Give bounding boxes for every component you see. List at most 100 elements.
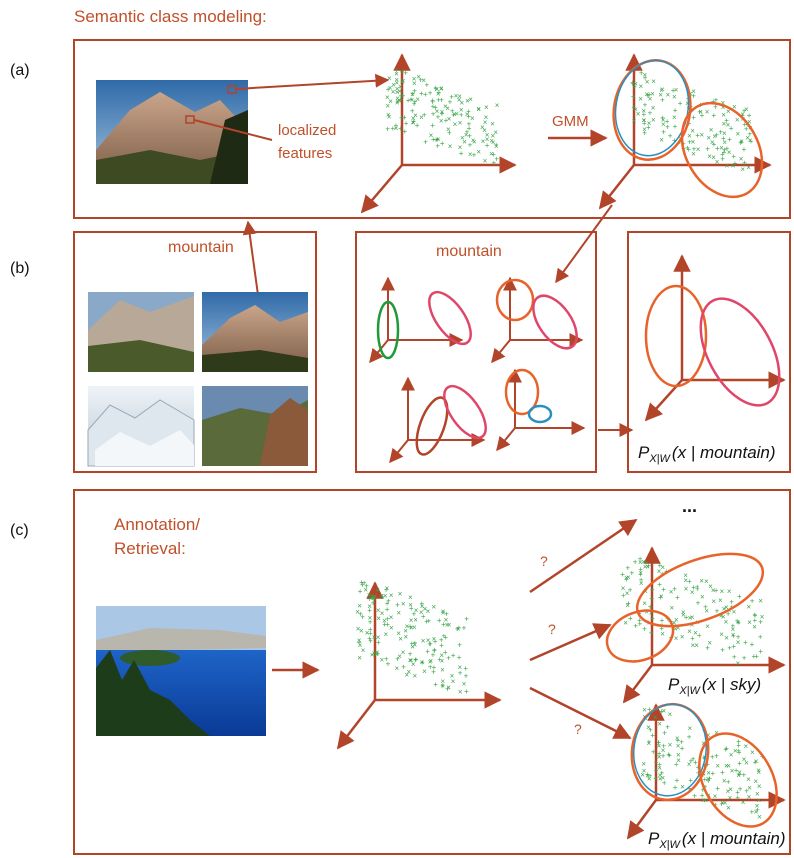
- feature-point: ×: [485, 130, 490, 139]
- feature-point: +: [727, 135, 732, 144]
- feature-point: +: [752, 652, 757, 661]
- feature-point: ×: [458, 143, 463, 152]
- feature-point: ×: [361, 646, 366, 655]
- feature-point: +: [420, 599, 425, 608]
- feature-point: +: [736, 747, 741, 756]
- feature-point: +: [447, 129, 452, 138]
- feature-point: +: [752, 611, 757, 620]
- feature-point: ×: [494, 142, 499, 151]
- feature-point: +: [376, 638, 381, 647]
- feature-point: +: [432, 646, 437, 655]
- feature-point: +: [695, 131, 700, 140]
- feature-point: ×: [476, 148, 481, 157]
- feature-point: +: [431, 102, 436, 111]
- feature-point: ×: [444, 615, 449, 624]
- feature-point: +: [428, 639, 433, 648]
- feature-point: +: [735, 616, 740, 625]
- feature-point: ×: [405, 670, 410, 679]
- feature-point: ×: [412, 74, 417, 83]
- feature-point: +: [428, 89, 433, 98]
- feature-point: +: [718, 127, 723, 136]
- mixtures-label: mountain: [436, 243, 502, 260]
- feature-point: +: [736, 737, 741, 746]
- feature-point: ×: [384, 630, 389, 639]
- question-mark-3: ?: [574, 721, 582, 737]
- feature-point: ×: [706, 775, 711, 784]
- feature-point: ×: [649, 609, 654, 618]
- feature-point: +: [750, 640, 755, 649]
- feature-point: ×: [709, 126, 714, 135]
- feature-point: ×: [431, 603, 436, 612]
- feature-point: ×: [394, 124, 399, 133]
- feature-point: ×: [451, 677, 456, 686]
- feature-point: ×: [739, 137, 744, 146]
- feature-point: ×: [445, 104, 450, 113]
- feature-point: +: [427, 640, 432, 649]
- feature-point: +: [720, 155, 725, 164]
- feature-point: ×: [706, 134, 711, 143]
- feature-point: ×: [383, 592, 388, 601]
- feature-point: +: [472, 151, 477, 160]
- feature-point: ×: [744, 758, 749, 767]
- feature-point: +: [743, 638, 748, 647]
- feature-point: +: [420, 658, 425, 667]
- feature-point: +: [696, 769, 701, 778]
- feature-point: +: [654, 766, 659, 775]
- feature-point: +: [626, 599, 631, 608]
- feature-point: +: [700, 791, 705, 800]
- feature-point: +: [758, 618, 763, 627]
- feature-point: ×: [395, 85, 400, 94]
- feature-point: ×: [376, 606, 381, 615]
- feature-point: ×: [757, 796, 762, 805]
- density-component-2: [699, 297, 781, 407]
- feature-point: ×: [672, 92, 677, 101]
- feature-point: ×: [453, 120, 458, 129]
- feature-point: ×: [720, 587, 725, 596]
- feature-point: ×: [621, 584, 626, 593]
- feature-point: +: [431, 110, 436, 119]
- query-feature-points: +++×××+++××+××××××+++×+×++××+++×++×++×++…: [355, 578, 469, 696]
- feature-point: ×: [416, 73, 421, 82]
- feature-point: +: [414, 655, 419, 664]
- feature-point: +: [442, 632, 447, 641]
- feature-point: ×: [657, 753, 662, 762]
- feature-point: +: [468, 141, 473, 150]
- feature-point: +: [737, 592, 742, 601]
- gmm-label: GMM: [552, 113, 589, 130]
- feature-point: +: [735, 788, 740, 797]
- feature-point: +: [648, 726, 653, 735]
- feature-point: ×: [641, 759, 646, 768]
- feature-point: +: [660, 768, 665, 777]
- feature-point: ×: [691, 137, 696, 146]
- feature-point: ×: [661, 120, 666, 129]
- feature-point: ×: [465, 110, 470, 119]
- feature-point: ×: [367, 591, 372, 600]
- feature-point: +: [666, 750, 671, 759]
- feature-point: +: [385, 620, 390, 629]
- panel-b-density-box: [627, 231, 791, 473]
- retrieval-label: Retrieval:: [114, 539, 186, 558]
- feature-point: +: [733, 159, 738, 168]
- feature-point: +: [720, 646, 725, 655]
- feature-point: ×: [495, 101, 500, 110]
- feature-point: ×: [659, 592, 664, 601]
- feature-point: +: [457, 653, 462, 662]
- feature-point: ×: [726, 762, 731, 771]
- feature-point: ×: [644, 608, 649, 617]
- feature-point: +: [385, 125, 390, 134]
- feature-point: +: [693, 758, 698, 767]
- feature-point: ×: [398, 635, 403, 644]
- feature-point: ×: [700, 130, 705, 139]
- feature-point: ×: [660, 85, 665, 94]
- feature-point: ×: [640, 771, 645, 780]
- feature-point: +: [720, 150, 725, 159]
- feature-point: +: [705, 145, 710, 154]
- feature-point: +: [668, 131, 673, 140]
- feature-point: ×: [405, 622, 410, 631]
- feature-point: +: [755, 806, 760, 815]
- feature-point: +: [657, 580, 662, 589]
- feature-point: ×: [718, 596, 723, 605]
- feature-point: ×: [687, 760, 692, 769]
- annotation-label: Annotation/: [114, 515, 200, 534]
- feature-point: +: [427, 617, 432, 626]
